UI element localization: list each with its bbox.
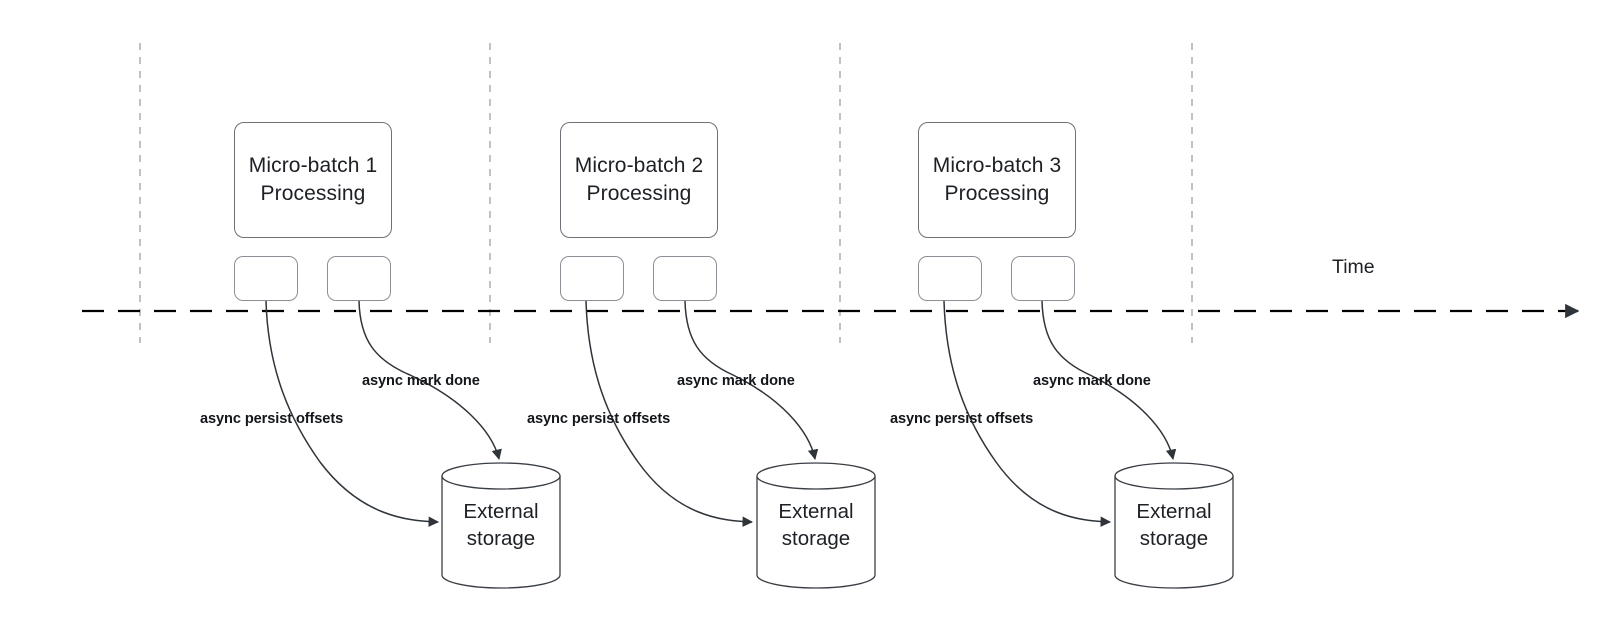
tick-box-micro-batch-2-2[interactable] (653, 256, 717, 301)
external-storage-label: External storage (463, 499, 539, 550)
cylinder-top-ellipse (756, 462, 876, 490)
edge-label: async persist offsets (200, 411, 344, 427)
tick-box-micro-batch-3-2[interactable] (1011, 256, 1075, 301)
process-box-micro-batch-3[interactable]: Micro-batch 3 Processing (918, 122, 1076, 238)
tick-box-micro-batch-1-2[interactable] (327, 256, 391, 301)
edge-arrow-micro-batch-3 (1041, 300, 1177, 461)
cylinder-top-ellipse (441, 462, 561, 490)
external-storage-node[interactable]: External storage (442, 463, 560, 588)
process-box-micro-batch-1[interactable]: Micro-batch 1 Processing (234, 122, 392, 238)
edge-arrow-group (265, 300, 1177, 527)
process-box-label: Micro-batch 3 Processing (932, 153, 1062, 205)
external-storage-label: External storage (1136, 499, 1212, 550)
edge-label: async mark done (677, 373, 795, 389)
external-storage-node[interactable]: External storage (757, 463, 875, 588)
edge-label: async mark done (1033, 373, 1151, 389)
tick-box-micro-batch-3-1[interactable] (918, 256, 982, 301)
tick-box-micro-batch-2-1[interactable] (560, 256, 624, 301)
external-storage-label: External storage (778, 499, 854, 550)
edge-arrow-micro-batch-2 (684, 300, 819, 461)
cylinder-top-ellipse (1114, 462, 1234, 490)
edge-label: async persist offsets (890, 411, 1034, 427)
edge-arrow-micro-batch-1 (358, 300, 502, 461)
edge-arrow-micro-batch-2 (585, 300, 754, 527)
edge-arrow-micro-batch-1 (265, 300, 440, 527)
tick-box-micro-batch-1-1[interactable] (234, 256, 298, 301)
edge-label: async mark done (362, 373, 480, 389)
process-box-label: Micro-batch 2 Processing (574, 153, 704, 205)
cylinder-body (441, 475, 561, 589)
edge-arrow-micro-batch-3 (943, 300, 1112, 527)
time-axis-label: Time (1332, 256, 1375, 278)
cylinder-body (1114, 475, 1234, 589)
cylinder-body (756, 475, 876, 589)
external-storage-node[interactable]: External storage (1115, 463, 1233, 588)
process-box-micro-batch-2[interactable]: Micro-batch 2 Processing (560, 122, 718, 238)
process-box-label: Micro-batch 1 Processing (248, 153, 378, 205)
external-storage-shape-group (441, 462, 1234, 589)
edge-label: async persist offsets (527, 411, 671, 427)
